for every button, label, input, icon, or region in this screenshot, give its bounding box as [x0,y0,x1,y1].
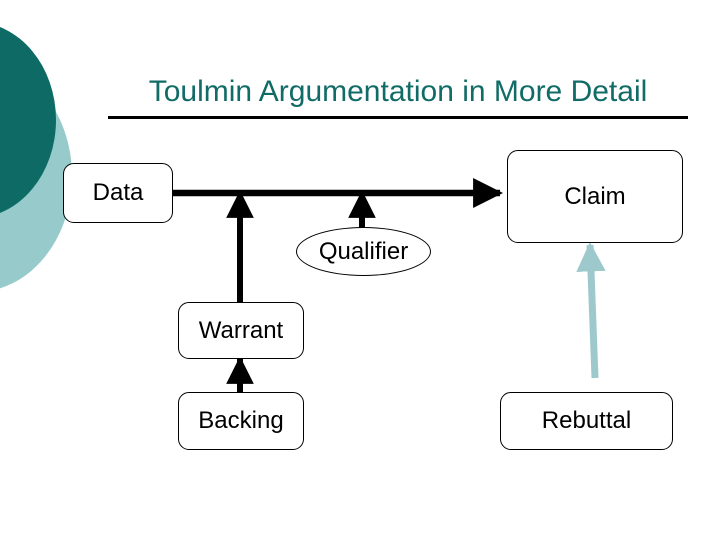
node-backing[interactable]: Backing [178,392,304,450]
node-data-label: Data [92,179,144,206]
node-data[interactable]: Data [63,163,173,223]
title-divider [108,116,688,119]
slide-title: Toulmin Argumentation in More Detail [108,74,688,110]
edge-rebuttal-to-claim [576,242,606,379]
node-rebuttal[interactable]: Rebuttal [500,392,673,450]
node-qualifier[interactable]: Qualifier [296,227,431,276]
node-warrant[interactable]: Warrant [178,302,304,359]
node-claim[interactable]: Claim [507,150,683,243]
node-rebuttal-label: Rebuttal [541,407,632,434]
node-warrant-label: Warrant [198,316,284,344]
node-claim-label: Claim [564,182,626,210]
node-qualifier-label: Qualifier [318,237,409,265]
node-backing-label: Backing [198,407,284,434]
slide-title-text: Toulmin Argumentation in More Detail [148,75,648,108]
